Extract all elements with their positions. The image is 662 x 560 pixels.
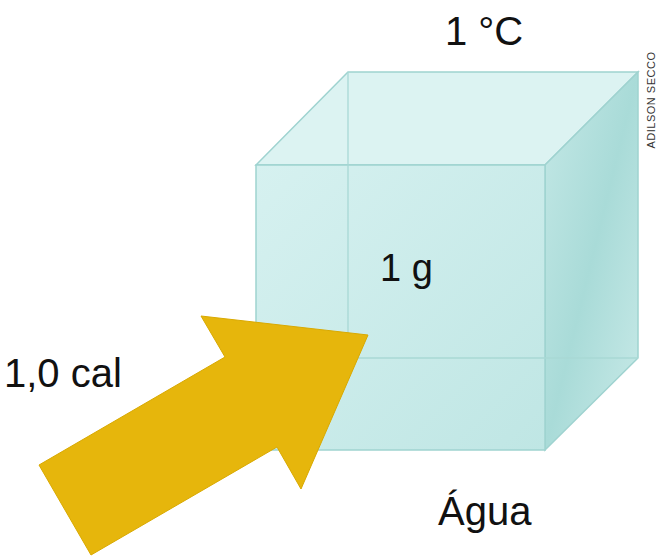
water-cube: 1 g	[256, 165, 545, 450]
node-text: 1 g	[380, 247, 433, 291]
substance-label: Água	[438, 488, 531, 534]
heat-label: 1,0 cal	[4, 350, 122, 396]
credit-watermark: ADILSON SECCO	[645, 52, 658, 149]
temperature-label: 1 °C	[445, 8, 523, 54]
cube-right-face	[545, 72, 638, 450]
